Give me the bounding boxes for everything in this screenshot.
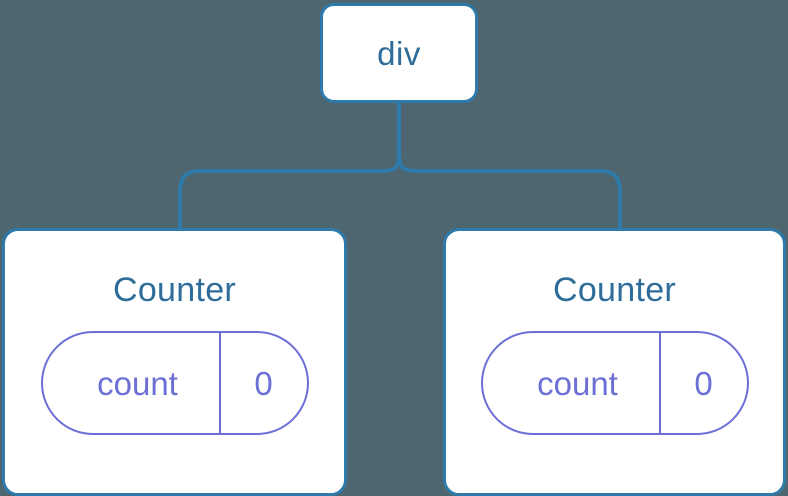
- state-key-right: count: [537, 364, 618, 402]
- node-counter-right-label: Counter: [552, 271, 677, 309]
- node-counter-left-label: Counter: [112, 271, 237, 309]
- state-pill-left: count 0: [40, 331, 309, 435]
- node-div-label: div: [377, 34, 421, 72]
- node-counter-left[interactable]: Counter count 0: [2, 228, 347, 496]
- state-pill-right: count 0: [480, 331, 749, 435]
- state-value-right: 0: [658, 333, 747, 433]
- state-key-left: count: [97, 364, 178, 402]
- state-value-left: 0: [218, 333, 307, 433]
- node-counter-right[interactable]: Counter count 0: [443, 228, 786, 496]
- connector-branch-right: [397, 144, 622, 230]
- connector-branch-left: [178, 144, 401, 230]
- node-div[interactable]: div: [320, 3, 478, 103]
